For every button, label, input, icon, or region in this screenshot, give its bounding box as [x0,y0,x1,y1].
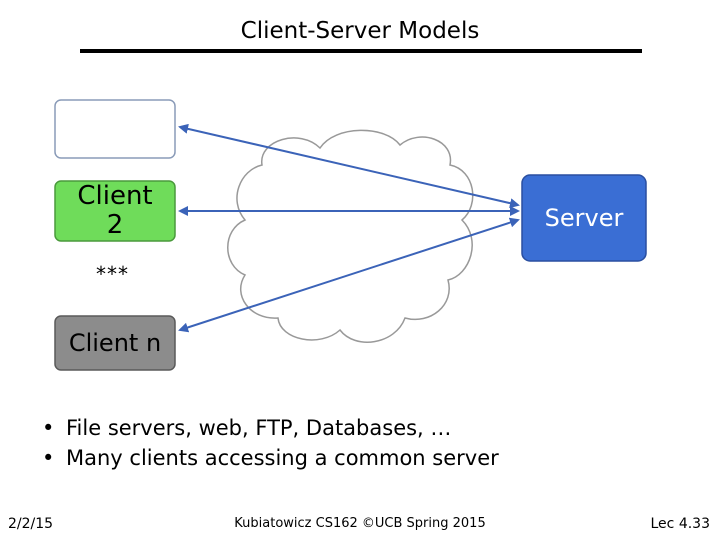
client-2-text: Client 2 [77,181,153,240]
bullet-dot-icon: • [42,416,55,440]
bullet-list: • File servers, web, FTP, Databases, … • M… [42,416,499,476]
bullet-dot-icon: • [42,446,55,470]
more-clients-ellipsis: *** [96,262,129,286]
bullet-item: • Many clients accessing a common server [42,446,499,470]
client-1-box [54,99,176,159]
footer-page-number: Lec 4.33 [650,516,711,532]
server-box [521,174,647,262]
client-n-text: Client n [68,328,162,357]
client-n-box [54,315,176,371]
footer-course: Kubiatowicz CS162 ©UCB Spring 2015 [234,516,486,531]
server-text: Server [544,203,624,232]
bullet-text: Many clients accessing a common server [66,446,499,470]
client-2-box [54,180,176,242]
client-2-label: Client 2 [55,181,175,241]
title-underline [80,49,642,53]
arrow-clientn-server [178,217,520,333]
slide-title: Client-Server Models [240,18,480,44]
arrow-client1-server [178,123,520,209]
footer-date: 2/2/15 [8,516,54,532]
server-label: Server [522,175,646,261]
bullet-item: • File servers, web, FTP, Databases, … [42,416,499,440]
client-n-label: Client n [55,316,175,370]
network-cloud [227,129,474,343]
bullet-text: File servers, web, FTP, Databases, … [66,416,452,440]
